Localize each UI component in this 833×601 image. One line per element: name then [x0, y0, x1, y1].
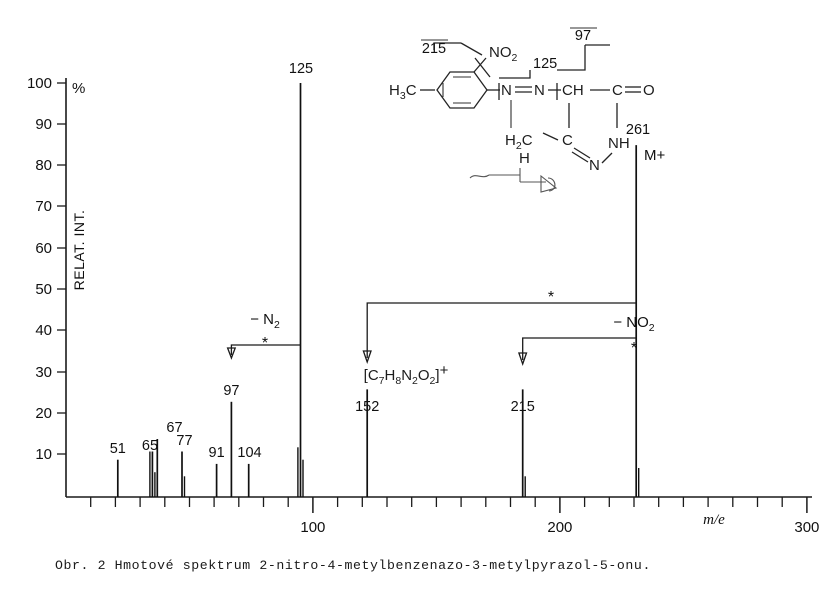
- handwritten-pencil-annotation: [469, 168, 558, 193]
- y-tick-label-90: 90: [35, 116, 52, 133]
- figure-caption: Obr. 2 Hmotové spektrum 2-nitro-4-metylb…: [55, 558, 651, 573]
- structure-azo-n2: N: [534, 82, 545, 99]
- structure-cut-215-slash: [474, 57, 491, 78]
- structure-ring-n: N: [589, 157, 600, 174]
- peak-label-77: 77: [176, 433, 192, 449]
- structure-fragment-label-125: 125: [533, 56, 557, 72]
- structure-fragment-label-97: 97: [575, 28, 591, 44]
- peak-label-215: 215: [511, 399, 535, 415]
- x-axis-title: m/e: [703, 512, 725, 528]
- peak-label-261: 261: [626, 122, 650, 138]
- structure-ring-methyl-bond: [542, 132, 559, 141]
- structure-cut-215-bracket: [433, 42, 461, 50]
- structure-h-label: H: [519, 150, 530, 167]
- y-axis-unit-percent: %: [72, 80, 85, 97]
- structure-ring-cn-double-top: [573, 147, 591, 159]
- y-tick-label-80: 80: [35, 157, 52, 174]
- y-tick-label-50: 50: [35, 281, 52, 298]
- fragment-formula-annotation: [C7H8N2O2]+: [364, 362, 449, 387]
- peak-label-67: 67: [166, 420, 182, 436]
- structure-fragment-label-215: 215: [422, 41, 446, 57]
- structure-methyl-label: H3C: [389, 82, 417, 102]
- metastable-loss-n2-label: − N2: [250, 311, 280, 331]
- peak-label-152: 152: [355, 399, 379, 415]
- molecular-ion-label: M+: [644, 147, 665, 164]
- y-axis-title: RELAT. INT.: [71, 210, 87, 291]
- structure-cut-215-line: [460, 42, 483, 56]
- metastable-star-3: *: [631, 340, 637, 357]
- metastable-125-to-97: − N2 *: [226, 311, 301, 360]
- structure-carbonyl-o: O: [643, 82, 655, 99]
- fragment-formula-label: [C7H8N2O2]+: [364, 362, 449, 387]
- peak-label-125: 125: [289, 61, 313, 77]
- metastable-261-to-152: *: [362, 289, 637, 364]
- x-tick-label-300: 300: [794, 519, 819, 536]
- metastable-star-1: *: [262, 335, 268, 352]
- structure-ring-c: C: [562, 132, 573, 149]
- y-axis-ticks: [57, 82, 66, 455]
- peak-label-91: 91: [209, 445, 225, 461]
- y-tick-label-70: 70: [35, 198, 52, 215]
- metastable-261-to-215: − NO2 *: [517, 314, 655, 366]
- peak-label-97: 97: [223, 383, 239, 399]
- y-tick-label-30: 30: [35, 364, 52, 381]
- structure-azo-n1: N: [501, 82, 512, 99]
- y-tick-label-40: 40: [35, 322, 52, 339]
- y-tick-label-10: 10: [35, 446, 52, 463]
- x-tick-label-200: 200: [547, 519, 572, 536]
- structure-ring-cn-double-bottom: [571, 151, 589, 163]
- peak-label-104: 104: [237, 445, 261, 461]
- structure-carbonyl-c: C: [612, 82, 623, 99]
- chemical-structure-diagram: H3C NO2 N N CH: [389, 27, 655, 193]
- metastable-loss-no2-label: − NO2: [613, 314, 654, 334]
- structure-ring-nh: NH: [608, 135, 630, 152]
- molecular-ion-annotation: M+: [644, 147, 665, 164]
- metastable-star-2: *: [548, 289, 554, 306]
- structure-nitro-label: NO2: [489, 44, 518, 64]
- x-tick-label-100: 100: [300, 519, 325, 536]
- structure-ch-label: CH: [562, 82, 584, 99]
- spectrum-peaks: [116, 83, 640, 497]
- x-axis-ticks: [90, 497, 808, 513]
- structure-cut-97-bracket: [557, 45, 586, 71]
- y-tick-label-20: 20: [35, 405, 52, 422]
- structure-n-nh-bond: [601, 152, 613, 164]
- structure-methylene-label: H2C: [505, 132, 533, 152]
- y-tick-label-60: 60: [35, 240, 52, 257]
- structure-cut-125-bracket: [499, 70, 531, 79]
- peak-label-65: 65: [142, 438, 158, 454]
- peak-label-51: 51: [110, 441, 126, 457]
- y-tick-label-100: 100: [27, 75, 52, 92]
